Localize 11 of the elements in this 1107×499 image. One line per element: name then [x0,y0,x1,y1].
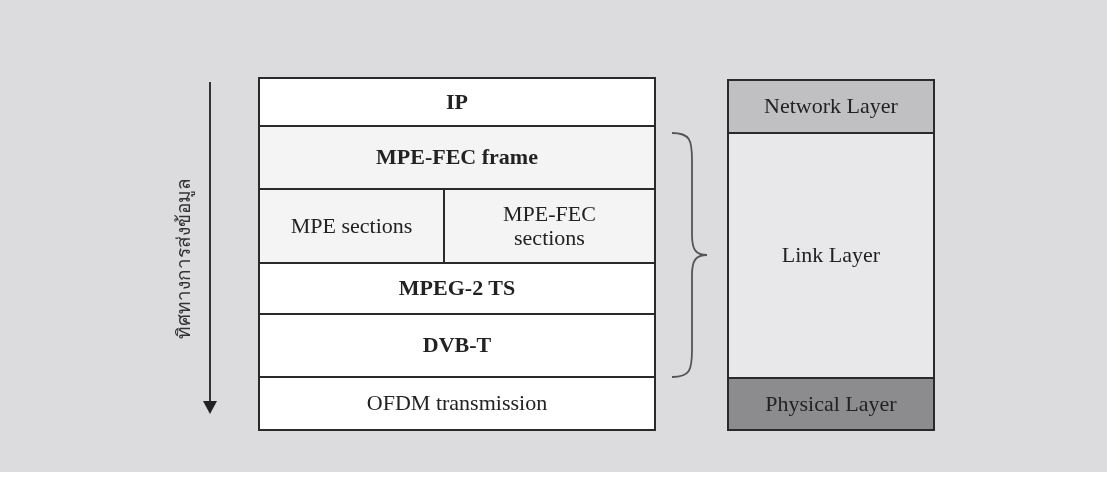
layer-box: OFDM transmission [258,376,656,431]
layer-box: MPE sections [258,188,445,264]
layer-box: Network Layer [727,79,935,134]
direction-label: ทิศทางการส่งข้อมูล [171,177,196,339]
layer-box: MPE-FEC frame [258,125,656,190]
layer-box: Physical Layer [727,377,935,431]
layer-box: Link Layer [727,132,935,379]
layer-box: IP [258,77,656,127]
layer-box: DVB-T [258,313,656,378]
layer-box: MPE-FEC sections [443,188,656,264]
layer-box: MPEG-2 TS [258,262,656,315]
